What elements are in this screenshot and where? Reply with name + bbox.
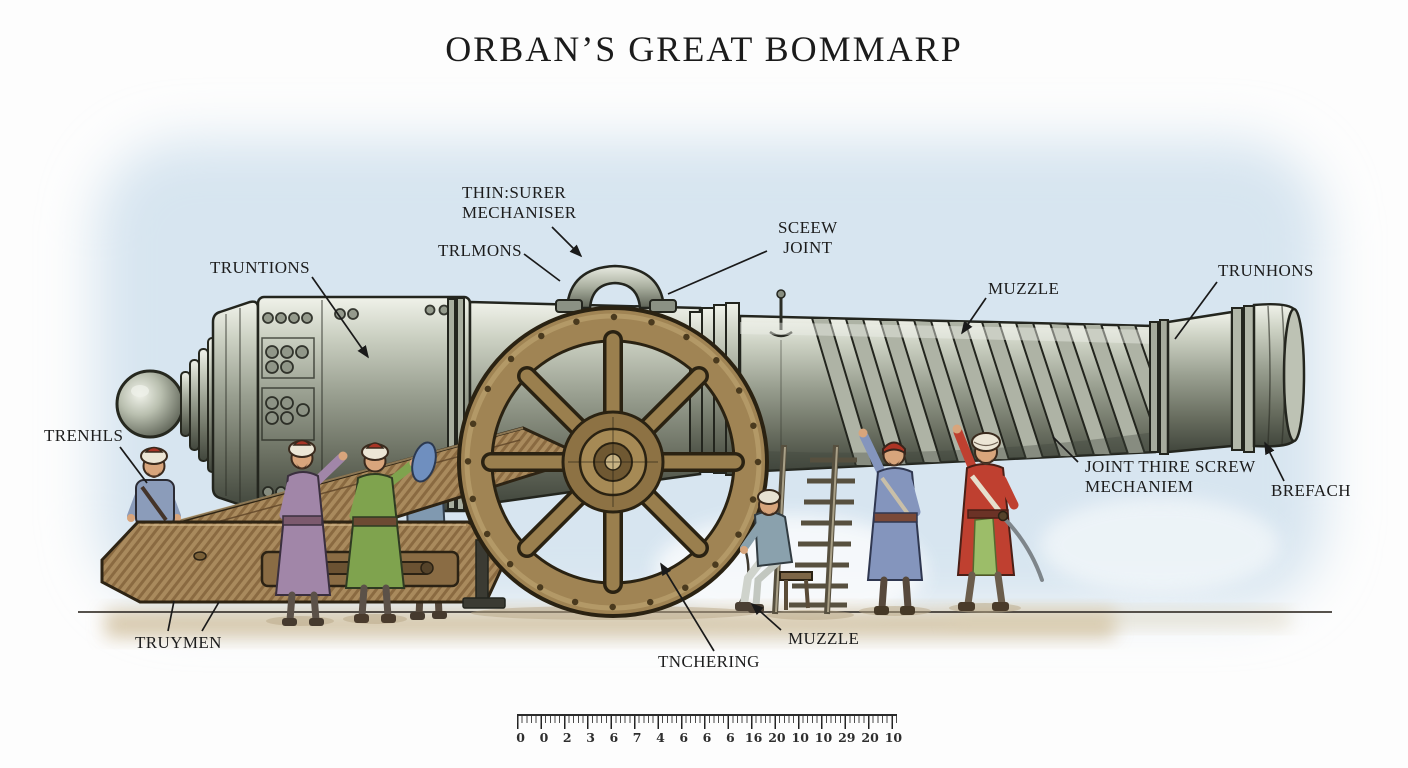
label-trutmen: TRUYMEN — [135, 633, 222, 652]
ruler-number: 10 — [791, 730, 809, 745]
ruler-number: 10 — [814, 730, 833, 745]
ruler-number: 4 — [656, 730, 665, 745]
ruler-number: 29 — [838, 730, 856, 745]
lifting-lug — [555, 264, 677, 313]
cannon-breech — [115, 300, 260, 510]
ruler-ticks — [517, 714, 897, 729]
ruler-number: 6 — [702, 730, 712, 745]
ruler-number: 2 — [562, 730, 572, 745]
label-tnchering: TNCHERING — [658, 652, 760, 671]
label-line: JOINT THIRE SCREW — [1085, 457, 1256, 476]
figure-seated-gray — [735, 489, 813, 613]
ruler-number: 6 — [725, 730, 735, 745]
label-muzzle-top: MUZZLE — [988, 279, 1060, 298]
label-truntions: TRUNTIONS — [210, 258, 310, 277]
cannon-muzzle — [1149, 302, 1306, 455]
label-line: SCEEW — [778, 218, 838, 237]
label-trenhls: TRENHLS — [44, 426, 124, 445]
leader-lines — [119, 226, 1285, 652]
label-line: MECHANISER — [462, 203, 577, 223]
label-brefach: BREFACH — [1271, 481, 1351, 500]
label-line: THIN:SURER — [462, 183, 567, 202]
figure-blue-robe — [858, 428, 924, 615]
ruler-number: 6 — [609, 730, 619, 745]
ruler-number: 16 — [744, 730, 763, 745]
scale-ruler: 0 0 2 3 6 7 4 6 6 6 16 20 10 10 29 20 10 — [509, 714, 905, 745]
figure-red-robe — [952, 424, 1044, 611]
ruler-number: 3 — [586, 730, 595, 745]
figure-purple-robe — [274, 439, 348, 626]
label-line: JOINT — [783, 238, 833, 258]
ruler-number: 20 — [768, 730, 786, 745]
label-joint-thire-screw: JOINT THIRE SCREW MECHANIEM — [1085, 457, 1256, 497]
figure-green-robe — [344, 441, 437, 623]
wheel — [457, 306, 769, 618]
ruler-number: 20 — [861, 730, 879, 745]
label-line: MECHANIEM — [1085, 477, 1194, 497]
ruler-number: 10 — [884, 730, 903, 745]
label-trlmons: TRLMONS — [438, 241, 523, 260]
ruler-number: 7 — [632, 730, 642, 745]
ruler-numbers: 0 0 2 3 6 7 4 6 6 6 16 20 10 10 29 20 10 — [509, 730, 905, 745]
ruler-number: 0 — [539, 730, 549, 745]
spiral-ribs — [811, 317, 1155, 467]
label-trunhons: TRUNHONS — [1218, 261, 1314, 280]
illustration-title: ORBAN’S GREAT BOMMARP — [445, 29, 963, 69]
label-sceew-joint: SCEEW JOINT — [778, 218, 838, 258]
label-thinsurer-mechaniser: THIN:SURER MECHANISER — [462, 183, 577, 223]
ruler-number: 6 — [679, 730, 689, 745]
ruler-number: 0 — [516, 730, 525, 745]
figure-seated-blue — [127, 446, 181, 527]
label-muzzle-bottom: MUZZLE — [788, 629, 860, 648]
